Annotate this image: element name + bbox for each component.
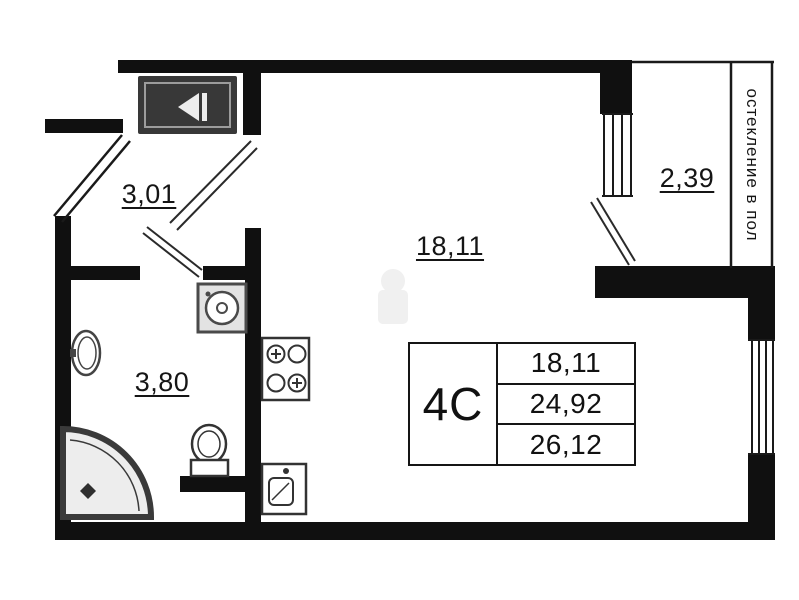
- unit-total-area: 26,12: [529, 428, 603, 460]
- unit-info-rows: 18,11 24,92 26,12: [498, 344, 634, 464]
- door-leaves: [142, 140, 636, 278]
- shower-icon: [60, 425, 155, 520]
- toilet-icon: [189, 423, 230, 478]
- shower-drain: [80, 483, 96, 499]
- unit-info-table: 4C 18,11 24,92 26,12: [408, 342, 636, 466]
- watermark: [378, 269, 408, 324]
- room-label-hallway: 3,01: [121, 179, 177, 209]
- room-label-bathroom: 3,80: [134, 367, 190, 397]
- walls: [45, 60, 775, 540]
- right-window: [748, 339, 775, 455]
- wall-hall-bath-left: [55, 266, 140, 280]
- room-label-balcony: 2,39: [659, 163, 715, 193]
- wall-balcony-pier: [600, 60, 632, 114]
- wall-top-left-bar: [45, 119, 123, 133]
- wall-interior-vertical: [245, 228, 261, 522]
- entrance-door-icon: [138, 76, 237, 134]
- chamfer-wall-line-1: [53, 134, 123, 217]
- balcony-door-leaf: [596, 197, 636, 262]
- unit-living-area: 18,11: [498, 344, 634, 385]
- chamfer-wall-line-2: [61, 140, 131, 223]
- unit-type: 4C: [410, 344, 498, 464]
- wall-right-lower: [748, 454, 775, 524]
- glazing-note: остекление в пол: [743, 88, 762, 242]
- bathroom-sink-icon: [70, 329, 102, 377]
- unit-area-without-balcony: 24,92: [498, 385, 634, 426]
- wall-right-corner-block: [748, 296, 775, 340]
- hall-door-leaf-2: [176, 147, 258, 231]
- hall-door-leaf: [169, 140, 252, 224]
- washing-machine-icon: [196, 282, 248, 334]
- stove-icon: [260, 336, 311, 402]
- wall-bottom: [55, 522, 775, 540]
- balcony-window: [602, 113, 633, 197]
- windows: [602, 113, 775, 455]
- thin-lines: [53, 60, 774, 268]
- balcony-door-leaf-2: [590, 201, 630, 266]
- wall-vanity-stub: [180, 476, 245, 492]
- wall-entry-jamb: [243, 60, 261, 135]
- bath-door-leaf-2: [142, 232, 200, 278]
- kitchen-sink-icon: [260, 462, 308, 516]
- room-label-main-room: 18,11: [415, 231, 485, 261]
- wall-top: [118, 60, 632, 73]
- bath-door-leaf: [146, 226, 203, 271]
- wall-balcony-bottom: [595, 266, 775, 298]
